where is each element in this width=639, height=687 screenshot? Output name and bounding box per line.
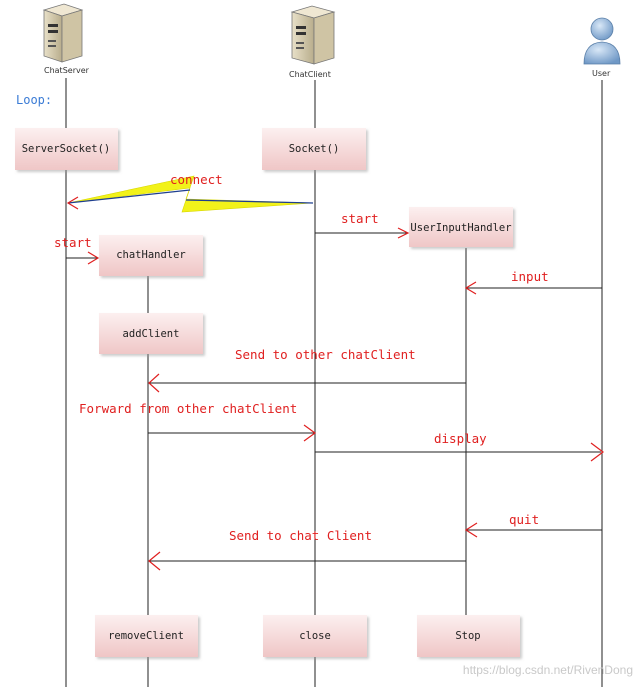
send-to-chat-client-label: Send to chat Client: [229, 528, 372, 543]
loop-label: Loop:: [16, 93, 52, 107]
connect-label: connect: [170, 172, 223, 187]
display-label: display: [434, 431, 487, 446]
chat-handler-box: chatHandler: [99, 235, 203, 276]
svg-text:ServerSocket(): ServerSocket(): [22, 143, 111, 155]
chatserver-server-icon: [42, 3, 84, 63]
svg-text:Socket(): Socket(): [289, 143, 340, 155]
start-server-arrowhead: [87, 251, 100, 265]
start-server-label: start: [54, 235, 92, 250]
start-client-label: start: [341, 211, 379, 226]
display-arrowhead: [590, 442, 604, 462]
svg-text:removeClient: removeClient: [108, 630, 184, 642]
input-label: input: [511, 269, 549, 284]
user-label: User: [592, 69, 611, 78]
server-socket-box: ServerSocket(): [15, 128, 118, 170]
forward-arrowhead: [303, 424, 317, 442]
start-client-arrowhead: [397, 227, 410, 239]
user-input-handler-box: UserInputHandler: [409, 207, 513, 247]
input-arrowhead: [464, 281, 477, 295]
chatserver-label: ChatServer: [44, 66, 90, 75]
send-to-other-label: Send to other chatClient: [235, 347, 416, 362]
send-to-other-arrowhead: [148, 373, 160, 393]
chatclient-server-icon: [290, 5, 336, 65]
svg-text:addClient: addClient: [123, 328, 180, 340]
svg-text:chatHandler: chatHandler: [116, 249, 186, 261]
add-client-box: addClient: [99, 313, 203, 354]
forward-label: Forward from other chatClient: [79, 401, 297, 416]
quit-arrowhead: [464, 522, 478, 538]
socket-box: Socket(): [262, 128, 366, 170]
chatclient-label: ChatClient: [289, 70, 331, 79]
stop-box: Stop: [417, 615, 520, 657]
user-icon: [583, 17, 621, 65]
remove-client-box: removeClient: [95, 615, 198, 657]
svg-text:Stop: Stop: [455, 630, 480, 642]
send-to-chat-client-arrowhead: [148, 551, 161, 571]
svg-text:close: close: [299, 630, 331, 642]
watermark: https://blog.csdn.net/RivenDong: [463, 663, 633, 677]
svg-text:UserInputHandler: UserInputHandler: [410, 222, 511, 234]
connect-lightning: [66, 175, 314, 213]
quit-label: quit: [509, 512, 539, 527]
close-box: close: [263, 615, 367, 657]
